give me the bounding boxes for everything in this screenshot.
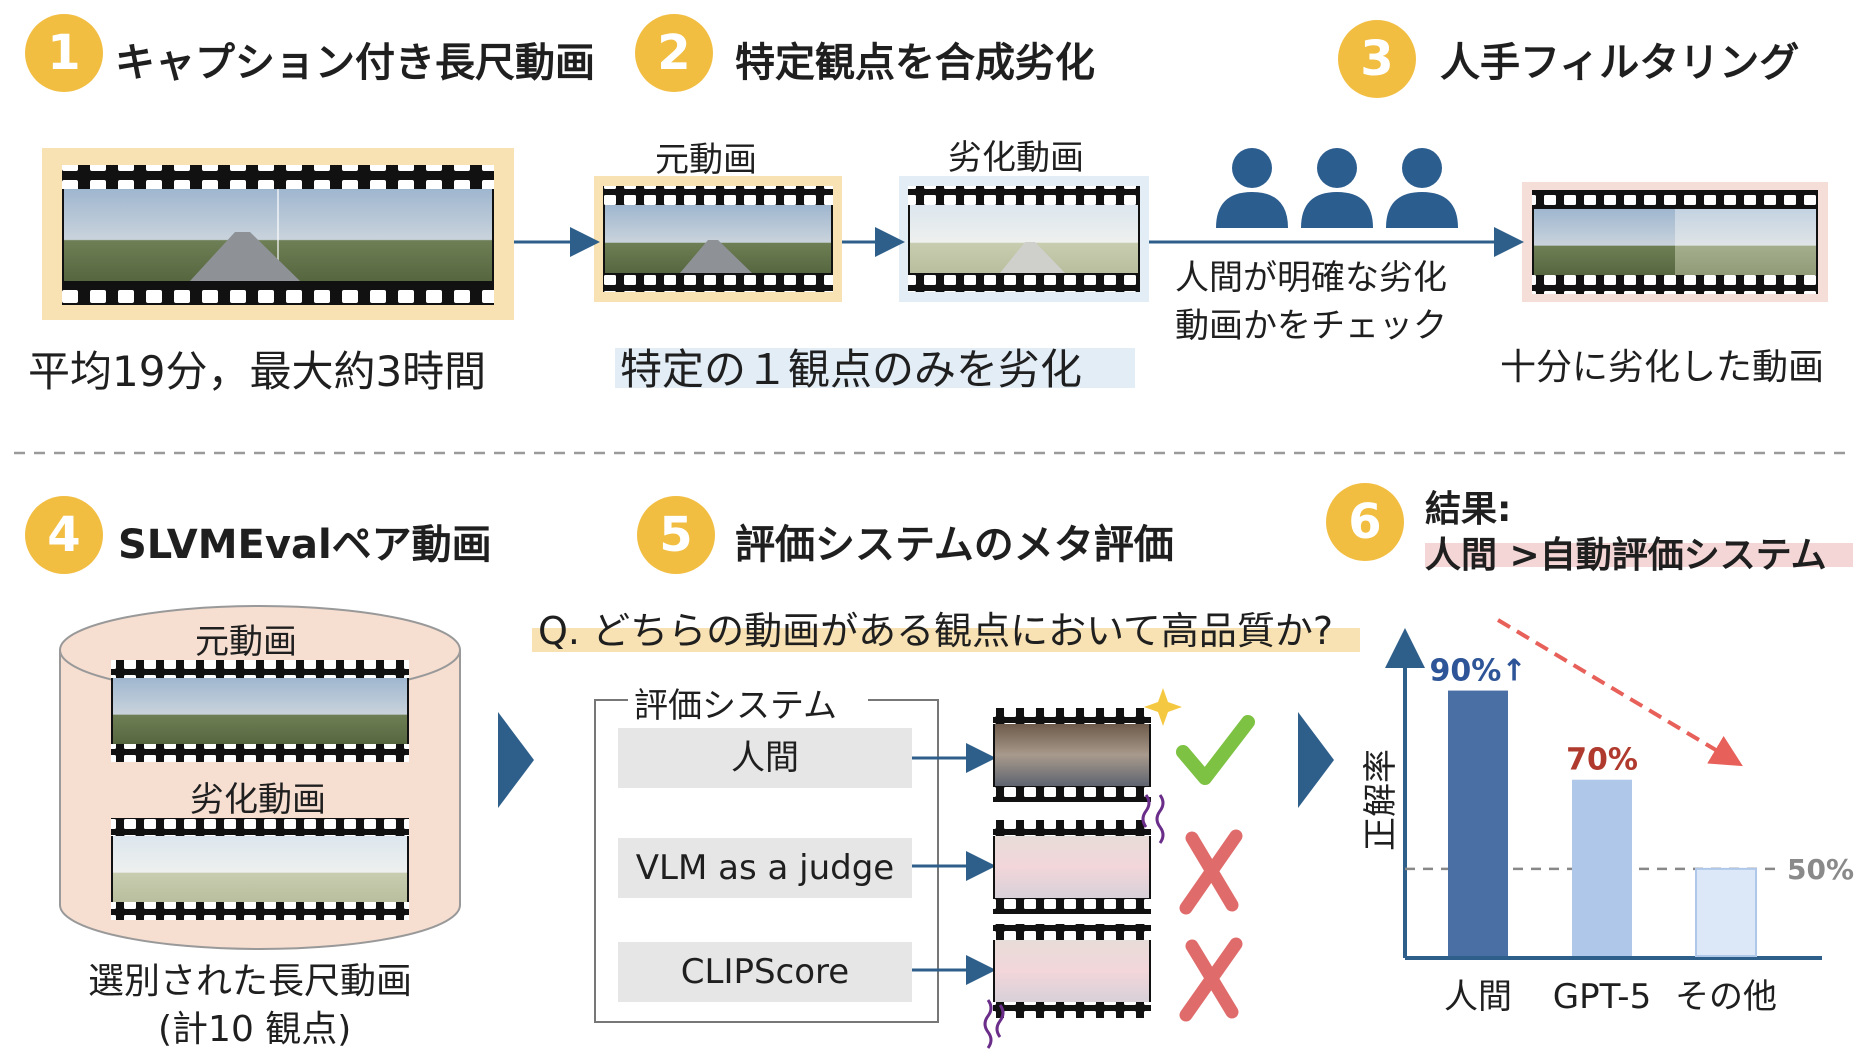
bar-value-label: 90%↑: [1430, 654, 1527, 689]
stage1-filmstrip: [62, 165, 494, 305]
squiggle-icon: [1141, 794, 1151, 828]
stage2-original-label: 元動画: [655, 140, 757, 180]
stage2-caption-highlight: [615, 348, 1135, 388]
x-tick-label: GPT-5: [1553, 977, 1651, 1017]
result-filmstrip-clipscore: [993, 924, 1151, 1018]
step5-title: 評価システムのメタ評価: [735, 522, 1174, 568]
person-icon: [1386, 148, 1458, 228]
reference-line-label: 50%: [1787, 853, 1854, 886]
result-filmstrip-vlm: [993, 820, 1151, 914]
stage3-note-line2: 動画かをチェック: [1175, 306, 1447, 346]
stage2-degraded-label: 劣化動画: [948, 138, 1084, 178]
stage3-caption: 十分に劣化した動画: [1500, 347, 1825, 388]
bar: [1448, 690, 1508, 956]
bar-value-label: 70%: [1566, 743, 1638, 778]
question-text: Q. どちらの動画がある観点において高品質か?: [538, 609, 1334, 653]
stage4-original-label: 元動画: [195, 622, 297, 662]
step3-badge: 3: [1338, 20, 1416, 98]
chevron-right-icon: [1298, 712, 1334, 808]
system-vlm-judge: VLM as a judge: [618, 838, 912, 898]
cross-icon: [1179, 829, 1243, 915]
question-highlight: [532, 628, 1360, 652]
stage4-degraded-label: 劣化動画: [190, 780, 326, 820]
stage4-original-filmstrip: [111, 660, 409, 762]
step2-badge: 2: [635, 14, 713, 92]
stage4-caption-line2: (計10 観点): [158, 1009, 352, 1050]
bar: [1695, 867, 1757, 957]
squiggle-icon: [983, 999, 993, 1049]
system-box-border: [594, 699, 939, 1023]
stage1-caption: 平均19分，最大約3時間: [28, 347, 487, 396]
sparkle-icon: [1144, 688, 1182, 726]
stage4-caption-line1: 選別された長尺動画: [88, 961, 413, 1002]
person-icon: [1301, 148, 1373, 228]
step6-title-line1: 結果:: [1425, 489, 1512, 530]
step2-title: 特定観点を合成劣化: [735, 40, 1095, 86]
result-highlight: [1425, 543, 1853, 567]
x-tick-label: その他: [1675, 977, 1777, 1017]
result-filmstrip-human: [993, 708, 1151, 802]
step4-title: SLVMEvalペア動画: [118, 522, 492, 568]
system-box-title: 評価システム: [628, 678, 843, 727]
accuracy-chart: 正解率 50% 90%↑ 人間 70% GPT-5 その他: [1361, 618, 1854, 1017]
stage2-caption: 特定の１観点のみを劣化: [620, 345, 1083, 394]
y-axis-label: 正解率: [1361, 749, 1401, 851]
stage4-degraded-filmstrip: [111, 818, 409, 920]
stage3-filmstrip: [1532, 190, 1818, 294]
system-clipscore: CLIPScore: [618, 942, 912, 1002]
check-icon: [1176, 715, 1255, 785]
step6-title-line2: 人間 >自動評価システム: [1425, 535, 1827, 576]
stage2-degraded-filmstrip: [908, 186, 1140, 292]
person-icon: [1216, 148, 1288, 228]
squiggle-icon: [995, 1004, 1005, 1038]
step6-badge: 6: [1326, 483, 1404, 561]
trend-arrow: [1496, 618, 1743, 767]
step4-badge: 4: [25, 496, 103, 574]
cross-icon: [1179, 937, 1243, 1022]
step5-badge: 5: [637, 496, 715, 574]
step1-badge: 1: [25, 14, 103, 92]
stage3-note-line1: 人間が明確な劣化: [1175, 258, 1447, 298]
step1-title: キャプション付き長尺動画: [115, 40, 595, 86]
bar: [1572, 779, 1632, 956]
x-tick-label: 人間: [1444, 977, 1512, 1017]
system-human: 人間: [618, 728, 912, 788]
step3-title: 人手フィルタリング: [1440, 40, 1800, 86]
squiggle-icon: [1155, 794, 1165, 844]
stage2-original-filmstrip: [603, 186, 833, 292]
chevron-right-icon: [498, 712, 534, 808]
